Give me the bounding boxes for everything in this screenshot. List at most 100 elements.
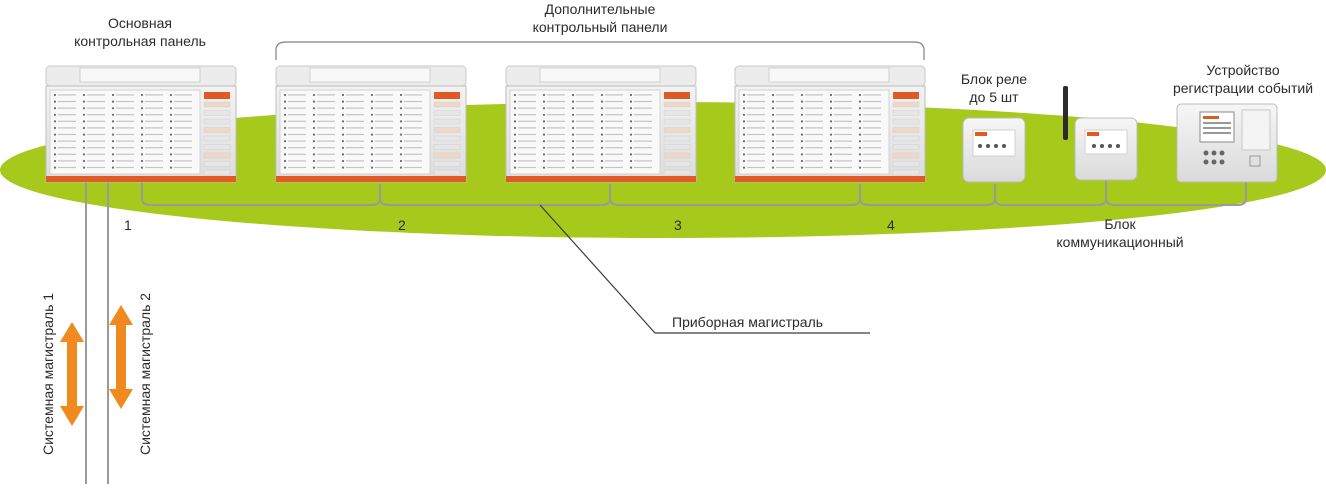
indicator-line [834,100,852,103]
indicator-line [605,100,623,103]
indicator-line [288,94,306,96]
indicator-line [317,133,335,136]
comm-block-label: Блок коммуникационный [1030,215,1210,251]
indicator-line [317,114,335,116]
indicator-led [629,120,633,123]
indicator-line [863,120,881,122]
event-recorder-label-line1: Устройство [1206,62,1280,78]
indicator-line [605,153,623,155]
indicator-led [169,100,173,103]
indicator-line [547,94,565,96]
indicator-led [312,126,316,130]
panel-button [663,118,691,125]
indicator-led [399,113,403,116]
indicator-line [288,133,306,136]
indicator-led [370,140,374,143]
indicator-line [174,153,192,155]
indicator-led [858,120,862,123]
indicator-line [634,166,652,169]
indicator-led [53,113,57,116]
indicator-led [169,146,173,149]
indicator-line [834,166,852,169]
panel-indicator-grid [513,93,691,176]
indicator-line [145,120,163,122]
indicator-line [58,94,76,96]
panel-button [203,101,231,108]
indicator-line [547,160,565,162]
indicator-line [747,120,765,122]
indicator-led [82,100,86,103]
indicator-line [576,127,594,129]
indicator-line [174,147,192,149]
indicator-led [542,107,546,110]
indicator-line [174,120,192,122]
indicator-led [140,140,144,143]
indicator-led [169,159,173,163]
indicator-led [82,153,86,156]
indicator-line [87,160,105,162]
indicator-line [547,166,565,169]
instrument-bus-label: Приборная магистраль [672,314,824,330]
indicator-line [834,107,852,109]
extra-panels-label-line2: контрольный панели [532,19,668,35]
indicator-line [174,133,192,136]
indicator-line [518,114,536,116]
indicator-led [399,120,403,123]
indicator-line [58,100,76,103]
panel-button [663,127,691,133]
indicator-line [288,114,306,116]
indicator-line [375,160,393,162]
indicator-led [829,133,833,136]
indicator-led [82,146,86,149]
indicator-line [747,166,765,169]
indicator-led [312,120,316,123]
indicator-led [771,120,775,123]
indicator-line [87,127,105,129]
antenna-icon [1063,86,1068,140]
indicator-line [576,140,594,142]
indicator-led [771,146,775,149]
indicator-led [370,166,374,169]
indicator-line [518,147,536,149]
indicator-line [116,120,134,122]
panel-button [892,169,920,176]
indicator-line [404,127,422,129]
indicator-led [829,100,833,103]
indicator-line [863,160,881,162]
indicator-led [542,159,546,163]
indicator-led [399,107,403,110]
panel-button [433,118,461,125]
indicator-led [341,140,345,143]
indicator-led [600,126,604,130]
indicator-line [634,153,652,155]
indicator-led [742,133,746,136]
indicator-led [341,120,345,123]
indicator-line [547,140,565,142]
indicator-led [600,113,604,116]
indicator-led [283,166,287,169]
panel-button [892,127,920,133]
indicator-led [82,93,86,97]
indicator-led [140,113,144,116]
panel-button [203,144,231,150]
instrument-bus-wire [141,180,1247,206]
indicator-led [600,133,604,136]
indicator-led [800,140,804,143]
indicator-line [518,107,536,109]
indicator-line [518,94,536,96]
indicator-line [605,127,623,129]
indicator-led [600,153,604,156]
panel-button [433,161,461,167]
indicator-led [140,146,144,149]
panel-button [892,161,920,167]
extra-panels-label: Дополнительные контрольный панели [500,0,700,36]
indicator-led [140,133,144,136]
indicator-line [346,120,364,122]
indicator-led [800,133,804,136]
indicator-led [111,159,115,163]
indicator-line [346,160,364,162]
indicator-line [547,127,565,129]
indicator-line [776,140,794,142]
indicator-led [800,107,804,110]
